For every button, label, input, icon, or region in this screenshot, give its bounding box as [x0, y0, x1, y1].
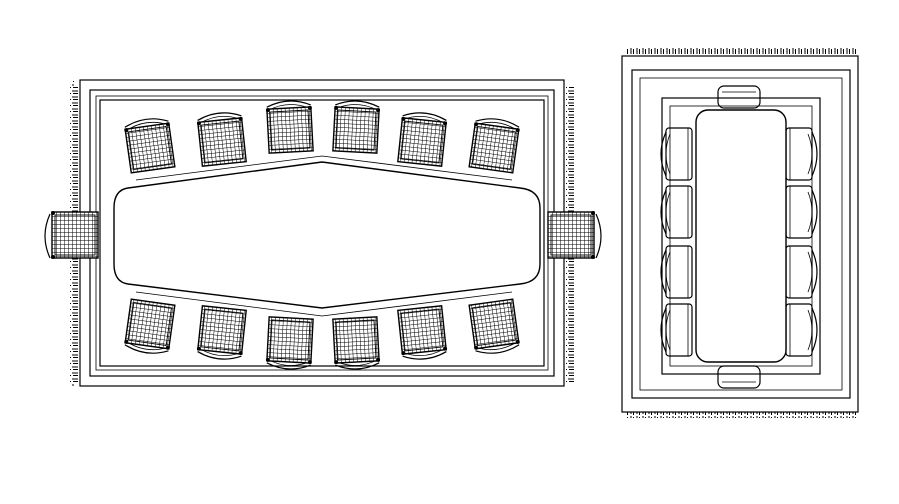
right-plan-dining [621, 48, 859, 418]
left-plan-conference [44, 79, 602, 387]
right-head-chair-top [717, 85, 761, 109]
right-dining-table [695, 109, 787, 363]
left-end-chair-left [44, 211, 99, 259]
left-bottom-chairs [122, 298, 522, 371]
right-rug [621, 48, 859, 418]
right-left-chairs [660, 127, 693, 357]
left-conference-table [113, 155, 541, 317]
right-head-chair-bottom [717, 365, 761, 389]
left-end-chair-right [547, 211, 602, 259]
